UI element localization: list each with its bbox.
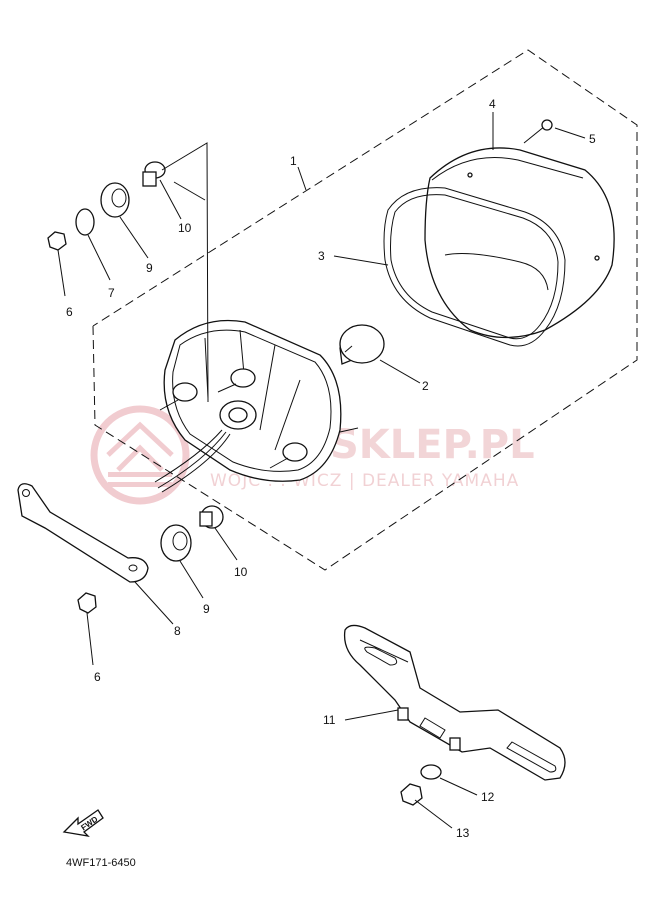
callout-3: 3 bbox=[318, 249, 325, 263]
callout-4: 4 bbox=[489, 97, 496, 111]
callout-9-lower: 9 bbox=[203, 602, 210, 616]
callout-10-lower: 10 bbox=[234, 565, 248, 579]
gasket-part-3 bbox=[383, 187, 566, 347]
grommet-part-9-upper bbox=[100, 182, 130, 218]
callout-7: 7 bbox=[108, 286, 115, 300]
callout-9-upper: 9 bbox=[146, 261, 153, 275]
upper-hardware bbox=[47, 142, 209, 403]
yamaha-logo-watermark bbox=[90, 405, 190, 505]
assembly-outline-dashed bbox=[92, 49, 638, 571]
taillight-base bbox=[154, 319, 359, 493]
leader-lines bbox=[57, 112, 586, 829]
screw-part-5 bbox=[523, 119, 553, 144]
callout-2: 2 bbox=[422, 379, 429, 393]
bracket-part-8 bbox=[17, 483, 149, 583]
callout-10-upper: 10 bbox=[178, 221, 192, 235]
callout-8: 8 bbox=[174, 624, 181, 638]
dealer-watermark: SKLEP.PL WOJC . . WICZ | DEALER YAMAHA bbox=[90, 405, 535, 505]
callout-6-lower: 6 bbox=[94, 670, 101, 684]
nut-part-6-upper bbox=[47, 231, 67, 251]
callout-11: 11 bbox=[323, 713, 336, 727]
callout-1: 1 bbox=[290, 154, 297, 168]
callout-13: 13 bbox=[456, 826, 470, 840]
license-bracket-part-11 bbox=[343, 624, 566, 781]
nut-part-13 bbox=[400, 783, 423, 806]
washer-part-7 bbox=[75, 208, 95, 236]
callout-labels: 1 2 3 4 5 6 7 8 9 10 11 12 13 6 9 10 bbox=[66, 97, 596, 840]
callout-5: 5 bbox=[589, 132, 596, 146]
forward-arrow-icon: FWD bbox=[62, 809, 104, 837]
callout-12: 12 bbox=[481, 790, 495, 804]
bulb-part-2 bbox=[339, 324, 385, 365]
lens-housing-part-4 bbox=[424, 147, 615, 339]
drawing-code: 4WF171-6450 bbox=[66, 857, 136, 869]
washer-part-12 bbox=[420, 764, 442, 780]
watermark-main-text: SKLEP.PL bbox=[330, 422, 535, 468]
grommet-part-9-lower bbox=[160, 524, 192, 562]
lower-hardware bbox=[77, 505, 224, 614]
callout-6-upper: 6 bbox=[66, 305, 73, 319]
nut-part-6-lower bbox=[77, 592, 97, 614]
